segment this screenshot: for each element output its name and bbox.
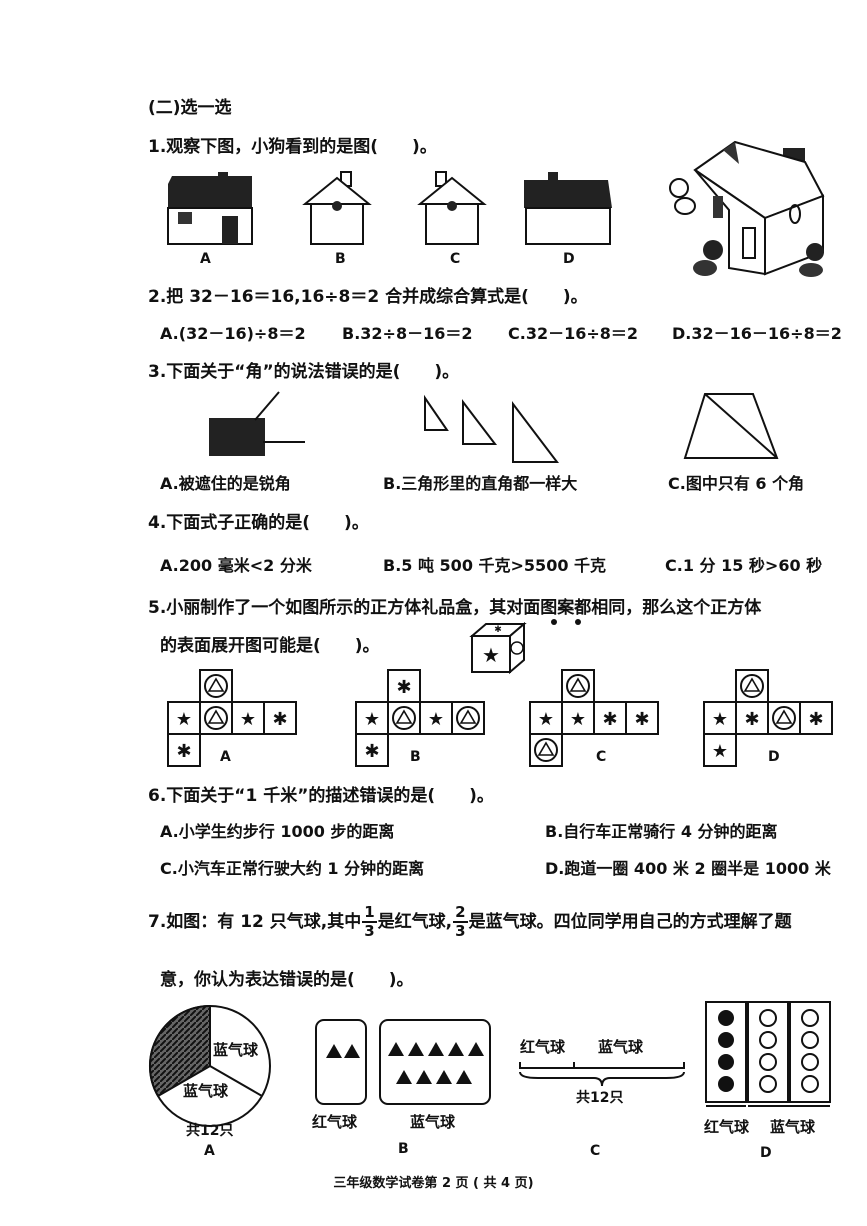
svg-text:★: ★: [570, 709, 586, 730]
section-title: (二)选一选: [148, 98, 232, 118]
q1-label-b: B: [335, 251, 346, 267]
svg-text:★: ★: [428, 709, 444, 730]
q2-option-c: C.32－16÷8＝2: [508, 324, 639, 343]
fraction-2-numerator: 2: [453, 903, 468, 923]
house-view-d: [524, 172, 612, 245]
q1-label-a: A: [200, 251, 211, 267]
svg-text:✱: ✱: [634, 709, 649, 730]
svg-text:★: ★: [240, 709, 256, 730]
q2-option-d: D.32－16－16÷8＝2: [672, 324, 842, 343]
svg-text:★: ★: [482, 643, 500, 667]
svg-text:✱: ✱: [364, 741, 379, 762]
q7-b-blue-label: 蓝气球: [410, 1113, 456, 1131]
q7-label-b: B: [398, 1141, 409, 1157]
q7-grid-figure: [705, 1001, 831, 1107]
house-illustration: [669, 140, 825, 277]
net-c: ★ ★ ✱ ✱: [529, 669, 659, 767]
fraction-one-third: 1 3: [362, 903, 377, 940]
net-d: ★ ✱ ✱ ★: [703, 669, 833, 767]
svg-text:✱: ✱: [396, 677, 411, 698]
q4-option-a: A.200 毫米<2 分米: [160, 556, 312, 575]
q3-figures: [209, 391, 779, 463]
q7-pie-figure: [148, 1004, 271, 1127]
q5-label-d: D: [768, 749, 780, 765]
q7-c-total: 共12只: [576, 1090, 624, 1106]
fraction-1-denominator: 3: [364, 922, 375, 940]
q2-option-b: B.32÷8－16＝2: [342, 324, 473, 343]
q4-option-b: B.5 吨 500 千克>5500 千克: [383, 556, 607, 575]
right-triangles: [424, 394, 560, 463]
fraction-1-numerator: 1: [362, 903, 377, 923]
q5-label-b: B: [410, 749, 421, 765]
svg-text:★: ★: [176, 709, 192, 730]
svg-text:✱: ✱: [176, 741, 191, 762]
page-footer: 三年级数学试卷第 2 页 ( 共 4 页): [333, 1176, 534, 1191]
gift-box-cube: ★ ✱: [469, 619, 581, 675]
question-7-line-2: 意，你认为表达错误的是( )。: [160, 970, 414, 990]
covered-angle: [209, 391, 305, 456]
question-5-line-1: 5.小丽制作了一个如图所示的正方体礼品盒，其对面图案都相同，那么这个正方体: [148, 598, 762, 618]
q7-b-red-label: 红气球: [312, 1113, 358, 1131]
house-view-a: [167, 172, 253, 245]
q4-option-c: C.1 分 15 秒>60 秒: [665, 556, 823, 575]
net-b: ✱ ★ ★ ✱: [355, 669, 485, 767]
q7-boxes-figure: [315, 1019, 491, 1105]
question-6: 6.下面关于“1 千米”的描述错误的是( )。: [148, 786, 494, 806]
q3-option-a: A.被遮住的是锐角: [160, 474, 291, 493]
svg-text:✱: ✱: [808, 709, 823, 730]
q6-option-c: C.小汽车正常行驶大约 1 分钟的距离: [160, 859, 425, 878]
trapezoid-figure: [683, 393, 779, 459]
q5-label-a: A: [220, 749, 231, 765]
question-4: 4.下面式子正确的是( )。: [148, 513, 369, 533]
q6-option-d: D.跑道一圈 400 米 2 圈半是 1000 米: [545, 859, 831, 878]
q2-option-a: A.(32－16)÷8＝2: [160, 324, 306, 343]
svg-text:★: ★: [538, 709, 554, 730]
svg-text:✱: ✱: [602, 709, 617, 730]
svg-text:★: ★: [712, 709, 728, 730]
svg-text:✱: ✱: [494, 625, 502, 635]
question-2: 2.把 32－16＝16,16÷8＝2 合并成综合算式是( )。: [148, 287, 588, 307]
q7-d-red-label: 红气球: [704, 1118, 750, 1136]
q7-label-d: D: [760, 1145, 772, 1161]
q1-house-views: [167, 171, 612, 245]
house-view-c: [417, 171, 487, 245]
svg-text:✱: ✱: [744, 709, 759, 730]
q3-option-b: B.三角形里的直角都一样大: [383, 474, 578, 493]
q3-option-c: C.图中只有 6 个角: [668, 474, 805, 493]
q7-part-1: 7.如图：有 12 只气球,其中: [148, 911, 362, 932]
q6-option-a: A.小学生约步行 1000 步的距离: [160, 822, 395, 841]
q7-label-c: C: [590, 1143, 601, 1159]
q1-label-d: D: [563, 251, 575, 267]
question-7-line-1: 7.如图：有 12 只气球,其中 1 3 是红气球, 2 3 是蓝气球。四位同学…: [148, 905, 792, 939]
q7-part-3: 是蓝气球。四位同学用自己的方式理解了题: [468, 911, 792, 932]
q7-c-blue-label: 蓝气球: [598, 1038, 644, 1056]
question-5-line-2: 的表面展开图可能是( )。: [160, 636, 380, 656]
q7-d-blue-label: 蓝气球: [770, 1118, 816, 1136]
svg-text:★: ★: [712, 741, 728, 762]
q7-a-blue-label-1: 蓝气球: [213, 1041, 259, 1059]
house-view-b: [302, 171, 372, 245]
q7-c-red-label: 红气球: [520, 1038, 566, 1056]
q7-part-2: 是红气球,: [377, 911, 453, 932]
fraction-two-thirds: 2 3: [453, 903, 468, 940]
svg-text:✱: ✱: [272, 709, 287, 730]
svg-text:★: ★: [364, 709, 380, 730]
q6-option-b: B.自行车正常骑行 4 分钟的距离: [545, 822, 778, 841]
q5-label-c: C: [596, 749, 607, 765]
q1-label-c: C: [450, 251, 461, 267]
q7-label-a: A: [204, 1143, 215, 1159]
q7-a-blue-label-2: 蓝气球: [183, 1082, 229, 1100]
q7-a-total: 共12只: [186, 1123, 234, 1139]
q7-brace-figure: [519, 1062, 685, 1087]
question-1: 1.观察下图，小狗看到的是图( )。: [148, 137, 437, 157]
fraction-2-denominator: 3: [455, 922, 466, 940]
question-3: 3.下面关于“角”的说法错误的是( )。: [148, 362, 460, 382]
q5-cube-nets: ★ ★ ✱ ✱ ✱ ★ ★ ✱ ★ ★ ✱ ✱ ★ ✱ ✱ ★: [167, 669, 833, 767]
